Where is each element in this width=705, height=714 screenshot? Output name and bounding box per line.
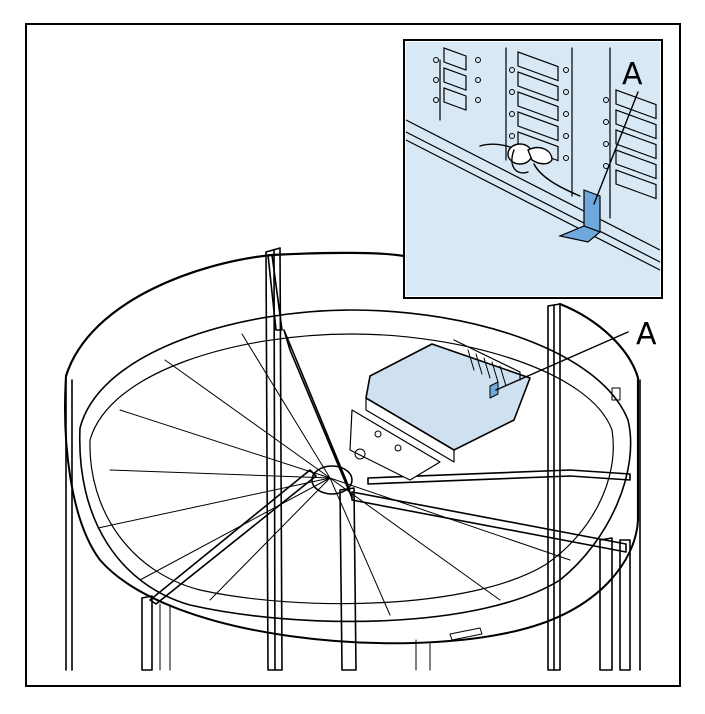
canopy-right-edge <box>558 302 640 522</box>
lower-glass-lines <box>159 603 483 671</box>
door-wings <box>149 254 631 605</box>
vertical-posts <box>65 247 641 671</box>
drum-ring-outer <box>64 375 639 645</box>
callout-label-inset: A <box>622 57 643 92</box>
control-box <box>349 339 531 481</box>
detail-inset: A <box>403 39 663 299</box>
canopy-outline <box>64 251 406 378</box>
wing-nut-icon <box>479 143 581 197</box>
callout-leader-main <box>495 331 629 391</box>
inset-background <box>406 42 660 296</box>
inset-rails <box>406 47 660 271</box>
door-assembly-drawing <box>64 247 641 671</box>
drum-ring-inner-2 <box>89 333 614 605</box>
callout-leader-inset <box>593 91 639 205</box>
wall-sensor <box>611 387 621 401</box>
callout-label-main: A <box>636 317 657 352</box>
drum-ring-inner <box>79 309 632 623</box>
